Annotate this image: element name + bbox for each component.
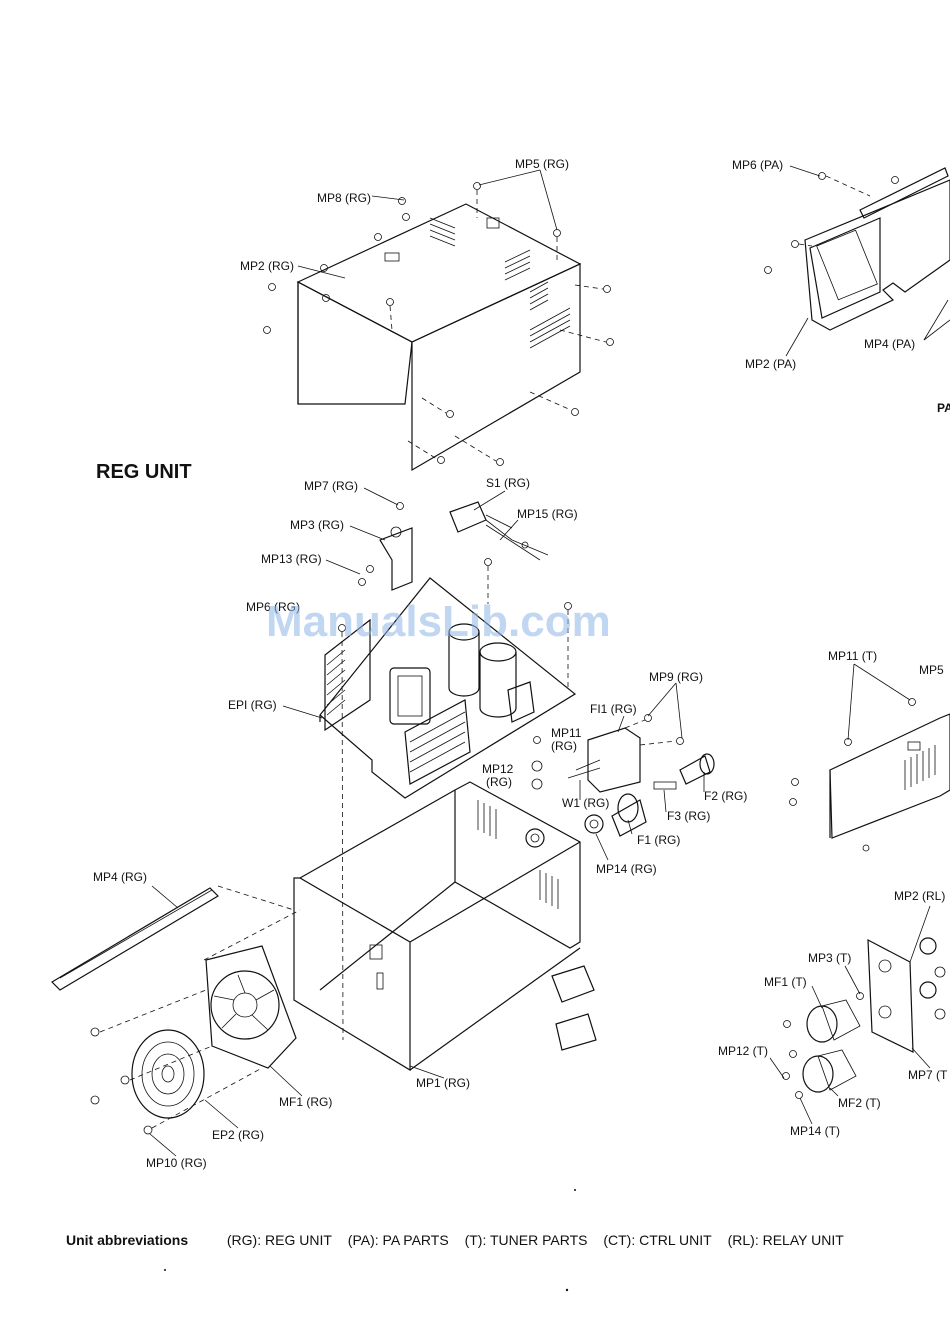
- label-mf1-rg: MF1 (RG): [279, 1095, 332, 1109]
- label-mp14-rg: MP14 (RG): [596, 862, 657, 876]
- tuner-panel: [782, 937, 946, 1099]
- footer-item-rg: (RG): REG UNIT: [226, 1232, 332, 1248]
- label-pa-partial: PA: [937, 401, 950, 415]
- label-mp11-rg-line2: (RG): [551, 739, 577, 753]
- label-f1-rg: F1 (RG): [637, 833, 680, 847]
- tuner-case: [789, 698, 950, 852]
- label-f2-rg: F2 (RG): [704, 789, 747, 803]
- footer-item-rl: (RL): RELAY UNIT: [727, 1232, 844, 1248]
- label-mp9-rg: MP9 (RG): [649, 670, 703, 684]
- reg-pcb-ep1: [319, 558, 577, 1041]
- label-mp2-pa: MP2 (PA): [745, 357, 796, 371]
- footer-heading: Unit abbreviations: [66, 1232, 189, 1248]
- label-ep2-rg: EP2 (RG): [212, 1128, 264, 1142]
- label-mp7-t: MP7 (T: [908, 1068, 948, 1082]
- label-mp6-rg: MP6 (RG): [246, 600, 300, 614]
- label-mp15-rg: MP15 (RG): [517, 507, 578, 521]
- label-ep1-rg: EPI (RG): [228, 698, 277, 712]
- label-mf2-t: MF2 (T): [838, 1096, 881, 1110]
- label-mp11-rg-line1: MP11: [551, 726, 582, 740]
- label-f3-rg: F3 (RG): [667, 809, 710, 823]
- label-mp3-t: MP3 (T): [808, 951, 851, 965]
- reg-bracket-switch: [358, 501, 549, 591]
- reg-top-cover: [296, 203, 582, 472]
- reg-filter-fi1: [567, 714, 684, 793]
- label-mp7-rg: MP7 (RG): [304, 479, 358, 493]
- label-mp12-t: MP12 (T): [718, 1044, 768, 1058]
- reg-fuses: [531, 736, 715, 837]
- footer-item-ct: (CT): CTRL UNIT: [603, 1232, 712, 1248]
- label-s1-rg: S1 (RG): [486, 476, 530, 490]
- label-mp5-rg: MP5 (RG): [515, 157, 569, 171]
- label-mp12-rg-line2: (RG): [486, 775, 512, 789]
- label-mp14-t: MP14 (T): [790, 1124, 840, 1138]
- label-mp1-rg: MP1 (RG): [416, 1076, 470, 1090]
- label-mp2-rl: MP2 (RL): [894, 889, 945, 903]
- label-mp4-pa: MP4 (PA): [864, 337, 915, 351]
- label-mp12-rg-line1: MP12: [482, 762, 514, 776]
- leader-lines: [149, 165, 950, 1157]
- label-mp11-t: MP11 (T): [828, 649, 877, 663]
- label-mp8-rg: MP8 (RG): [317, 191, 371, 205]
- reg-rod-mp4: [51, 885, 295, 991]
- pa-parts-frame: [764, 167, 950, 331]
- label-mp13-rg: MP13 (RG): [261, 552, 322, 566]
- reg-chassis-mp1: [293, 781, 597, 1072]
- label-mp5-partial: MP5: [919, 663, 944, 677]
- reg-fan-mf1: [205, 945, 297, 1069]
- reg-top-cover-screws: [263, 182, 614, 466]
- watermark: ManualsLib.com: [266, 597, 611, 646]
- label-mp4-rg: MP4 (RG): [93, 870, 147, 884]
- footer-item-pa: (PA): PA PARTS: [347, 1232, 449, 1248]
- reg-fan-guard-ep2: [90, 909, 301, 1135]
- label-mp3-rg: MP3 (RG): [290, 518, 344, 532]
- reg-unit-title: REG UNIT: [96, 461, 192, 483]
- label-mp2-rg: MP2 (RG): [240, 259, 294, 273]
- footer-item-t: (T): TUNER PARTS: [464, 1232, 588, 1248]
- label-mp6-pa: MP6 (PA): [732, 158, 783, 172]
- label-mf1-t: MF1 (T): [764, 975, 807, 989]
- label-mp10-rg: MP10 (RG): [146, 1156, 207, 1170]
- unit-abbreviations-footer: Unit abbreviations (RG): REG UNIT (PA): …: [66, 1232, 936, 1252]
- label-fi1-rg: FI1 (RG): [590, 702, 637, 716]
- label-w1-rg: W1 (RG): [562, 796, 609, 810]
